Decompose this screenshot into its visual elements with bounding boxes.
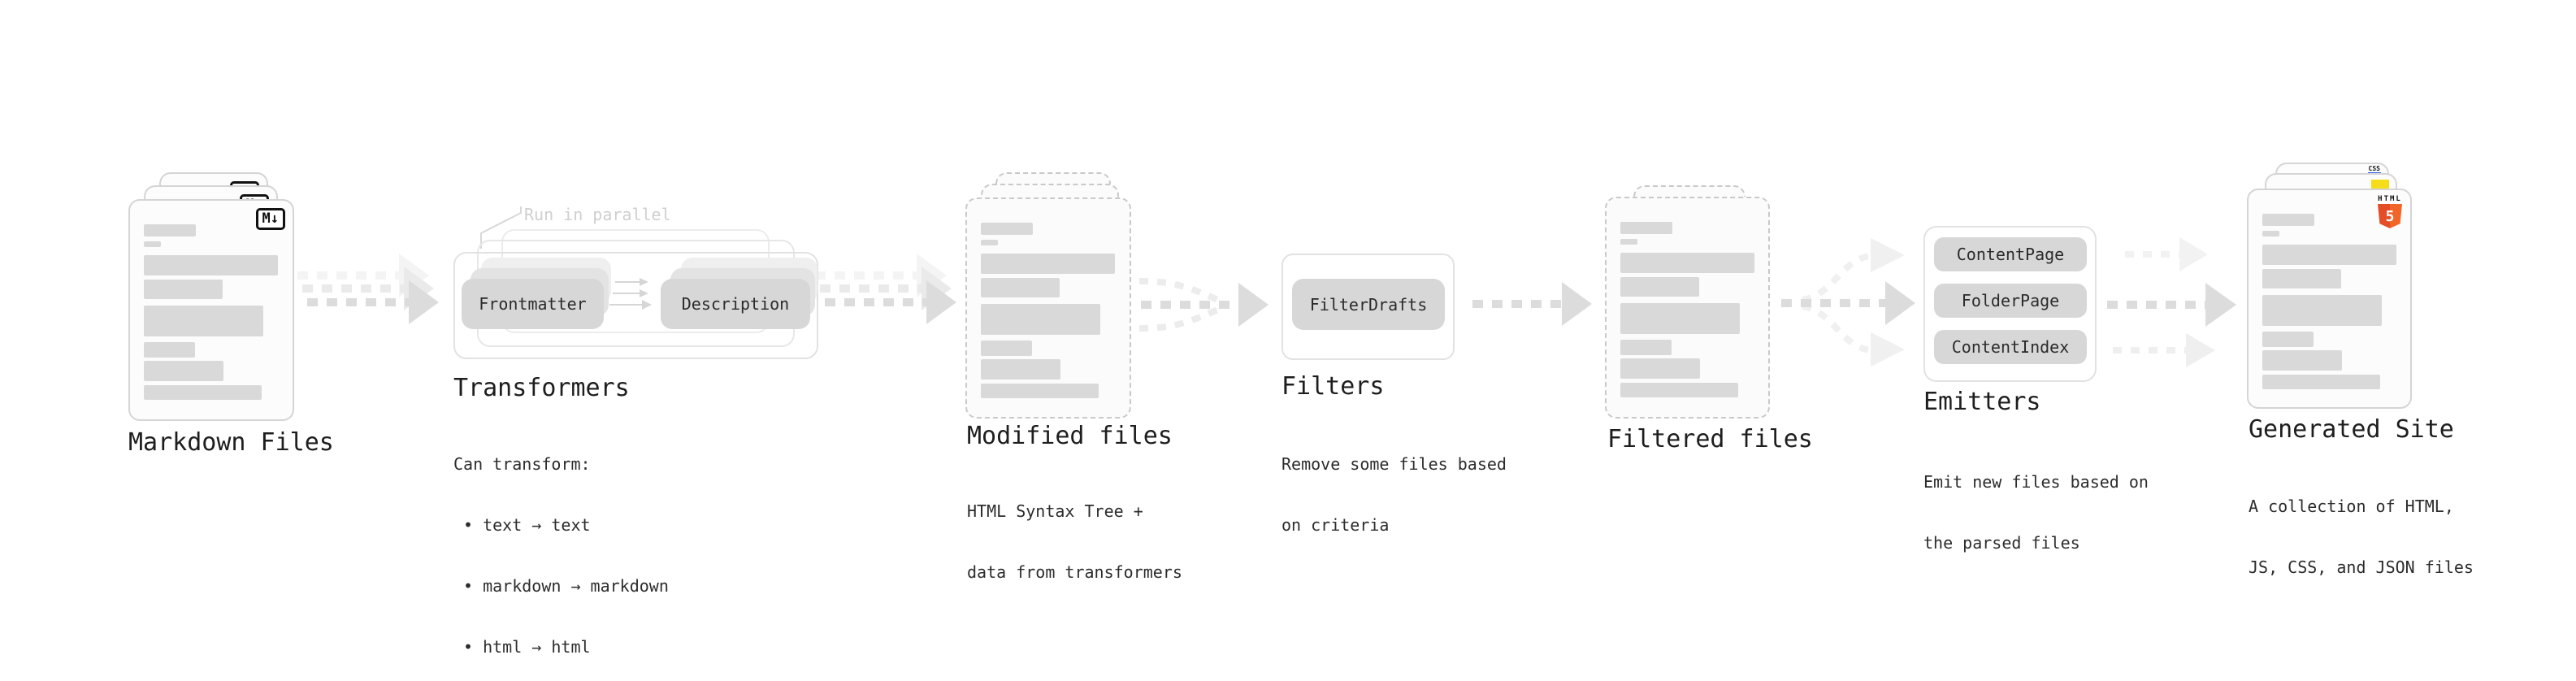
doc-skeleton-lines — [2262, 214, 2396, 389]
skeleton-line — [1620, 253, 1754, 273]
description-pill: Description — [661, 279, 810, 329]
skeleton-line — [1620, 239, 1637, 245]
skeleton-line — [981, 254, 1115, 274]
skeleton-line — [144, 306, 263, 336]
skeleton-line — [2262, 295, 2382, 326]
filters-description: Remove some files based on criteria — [1281, 414, 1507, 576]
skeleton-line — [1620, 383, 1738, 397]
filtered-files-title: Filtered files — [1607, 425, 1813, 453]
emitters-description-line: Emit new files based on — [1923, 472, 2149, 492]
run-in-parallel-label: Run in parallel — [524, 205, 671, 224]
arrows-emitters-to-generated — [2107, 237, 2236, 367]
arrow-markdown-to-transformers — [297, 254, 439, 324]
modified-files-description-line: HTML Syntax Tree + — [967, 501, 1143, 521]
emitters-box — [1923, 226, 2097, 382]
contentpage-pill: ContentPage — [1934, 237, 2087, 271]
skeleton-line — [2262, 231, 2279, 236]
modified-files-description-line: data from transformers — [967, 562, 1182, 582]
skeleton-line — [981, 384, 1099, 398]
js-icon — [2371, 180, 2389, 189]
skeleton-line — [981, 340, 1032, 356]
modified-files-description: HTML Syntax Tree + data from transformer… — [967, 461, 1182, 623]
skeleton-line — [1620, 277, 1699, 297]
doc-skeleton-lines — [1620, 222, 1754, 397]
html5-icon-number: 5 — [2385, 207, 2395, 225]
transform-bullet: • html → html — [463, 637, 591, 657]
filters-box — [1281, 254, 1455, 360]
skeleton-line — [981, 278, 1060, 297]
generated-site-card-front: HTML 5 — [2247, 189, 2412, 409]
frontmatter-pill: Frontmatter — [462, 279, 604, 329]
skeleton-line — [981, 359, 1060, 380]
arrow-filtered-to-emitters — [1781, 238, 1915, 367]
generated-site-description: A collection of HTML, JS, CSS, and JSON … — [2249, 456, 2474, 618]
arrow-transformers-to-modified — [815, 254, 956, 324]
skeleton-line — [144, 224, 196, 236]
emitters-description-line: the parsed files — [1923, 533, 2080, 553]
transformer-box-front — [453, 252, 818, 359]
skeleton-line — [1620, 340, 1672, 355]
contentindex-pill: ContentIndex — [1934, 330, 2087, 364]
folderpage-pill: FolderPage — [1934, 284, 2087, 318]
skeleton-line — [2262, 375, 2380, 389]
doc-skeleton-lines — [144, 224, 278, 400]
generated-site-description-line: A collection of HTML, — [2249, 497, 2454, 516]
skeleton-line — [2262, 350, 2342, 371]
transform-bullet: • markdown → markdown — [463, 576, 669, 596]
filters-title: Filters — [1281, 372, 1385, 401]
generated-site-description-line: JS, CSS, and JSON files — [2249, 557, 2474, 577]
skeleton-line — [144, 280, 223, 299]
filters-description-line: Remove some files based — [1281, 454, 1507, 474]
markdown-file-card-front: M↓ — [128, 199, 294, 421]
transformers-description-heading: Can transform: — [453, 454, 591, 474]
skeleton-line — [2262, 269, 2341, 288]
skeleton-line — [144, 342, 195, 358]
skeleton-line — [981, 240, 998, 245]
transformers-description: Can transform: • text → text • markdown … — [453, 414, 669, 681]
html5-icon: HTML 5 — [2377, 195, 2403, 228]
html5-icon-label: HTML — [2378, 195, 2402, 203]
modified-files-title: Modified files — [967, 422, 1173, 450]
skeleton-line — [144, 361, 223, 381]
filtered-file-card-front — [1605, 197, 1770, 419]
doc-skeleton-lines — [981, 223, 1115, 398]
filters-description-line: on criteria — [1281, 515, 1390, 535]
skeleton-line — [981, 304, 1100, 335]
skeleton-line — [144, 255, 278, 275]
markdown-icon: M↓ — [255, 208, 285, 230]
skeleton-line — [1620, 303, 1740, 334]
modified-file-card-front — [965, 197, 1131, 419]
skeleton-line — [2262, 332, 2314, 347]
transform-bullet: • text → text — [463, 515, 591, 535]
arrow-filters-to-filtered — [1472, 282, 1592, 326]
skeleton-line — [1620, 358, 1700, 379]
emitters-title: Emitters — [1923, 388, 2041, 416]
filterdrafts-pill: FilterDrafts — [1292, 279, 1445, 330]
skeleton-line — [144, 241, 161, 247]
skeleton-line — [1620, 222, 1672, 234]
transformers-title: Transformers — [453, 374, 630, 402]
markdown-files-title: Markdown Files — [128, 428, 334, 457]
generated-site-title: Generated Site — [2249, 415, 2454, 444]
skeleton-line — [2262, 214, 2314, 226]
emitters-description: Emit new files based on the parsed files — [1923, 432, 2149, 594]
arrow-modified-to-filters — [1138, 278, 1268, 332]
skeleton-line — [981, 223, 1033, 235]
html5-icon-shield: 5 — [2378, 204, 2402, 228]
skeleton-line — [2262, 245, 2396, 265]
skeleton-line — [144, 385, 262, 400]
